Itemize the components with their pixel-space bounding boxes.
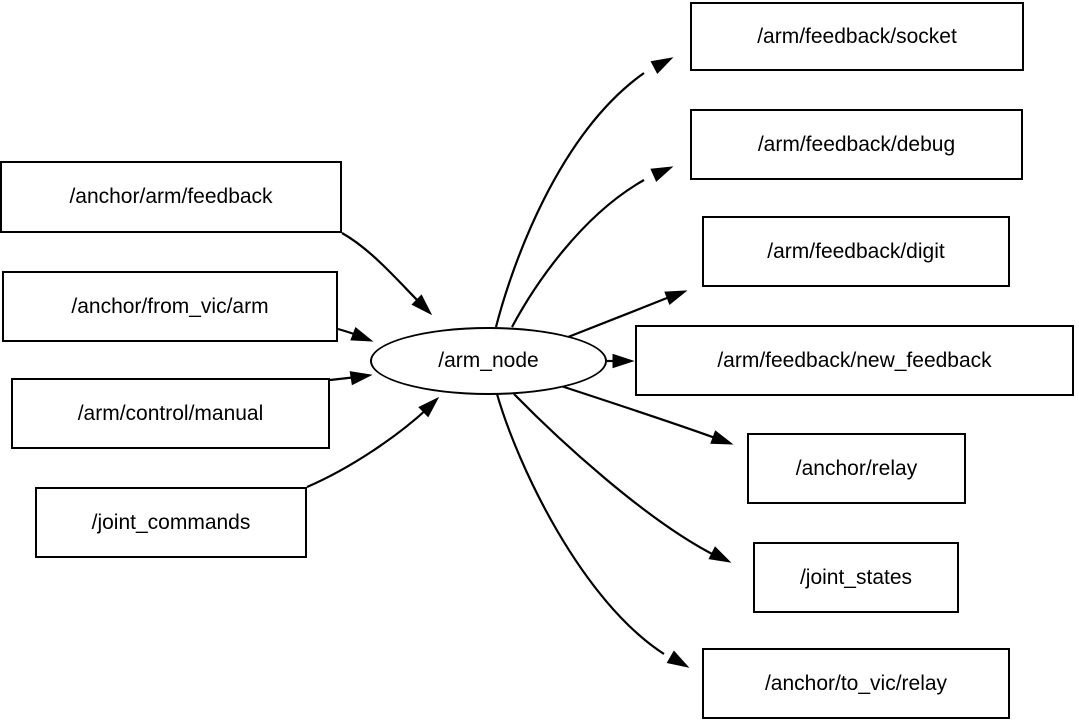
graph-node-label: /arm/feedback/new_feedback	[717, 348, 992, 372]
graph-node-joint-states[interactable]: /joint_states	[753, 542, 959, 613]
graph-node-label: /arm/feedback/debug	[757, 132, 956, 156]
edge-anchor-arm-feedback-to-arm-node	[341, 232, 433, 316]
edge-arrowhead-icon	[708, 546, 732, 563]
edge-arm-node-to-anchor-relay	[560, 384, 734, 445]
edge-arrowhead-icon	[666, 650, 690, 668]
edge-line	[513, 393, 717, 557]
edge-arm-node-to-arm-feedback-new-feedback	[607, 353, 635, 369]
edge-arm-node-to-arm-feedback-socket	[494, 57, 674, 328]
graph-node-arm-feedback-new-feedback[interactable]: /arm/feedback/new_feedback	[635, 325, 1074, 396]
edge-line	[562, 294, 673, 341]
edge-arm-node-to-anchor-to-vic-relay	[495, 393, 690, 668]
edge-arm-node-to-joint-states	[513, 393, 732, 563]
edge-arrowhead-icon	[350, 326, 374, 342]
graph-node-label: /joint_states	[799, 565, 913, 589]
edge-line	[560, 384, 719, 441]
graph-node-arm-feedback-digit[interactable]: /arm/feedback/digit	[702, 216, 1010, 287]
graph-node-arm-feedback-socket[interactable]: /arm/feedback/socket	[690, 2, 1024, 71]
graph-node-anchor-from-vic-arm[interactable]: /anchor/from_vic/arm	[2, 271, 338, 342]
graph-node-anchor-relay[interactable]: /anchor/relay	[747, 433, 966, 504]
edge-joint-commands-to-arm-node	[306, 396, 440, 489]
graph-node-label: /arm_node	[438, 349, 539, 372]
graph-node-label: /anchor/from_vic/arm	[71, 294, 269, 318]
edge-arrowhead-icon	[612, 353, 635, 369]
edge-arrowhead-icon	[411, 294, 433, 316]
graph-node-arm-control-manual[interactable]: /arm/control/manual	[11, 378, 330, 449]
edge-arrowhead-icon	[650, 57, 674, 74]
graph-node-label: /arm/feedback/digit	[767, 239, 945, 263]
edge-line	[341, 232, 423, 306]
edge-line	[495, 393, 665, 655]
edge-line	[511, 179, 645, 328]
graph-node-joint-commands[interactable]: /joint_commands	[35, 487, 307, 558]
graph-node-label: /arm/feedback/socket	[757, 24, 957, 48]
edge-arrowhead-icon	[664, 290, 688, 306]
edge-arrowhead-icon	[418, 396, 440, 418]
graph-node-label: /anchor/to_vic/relay	[764, 671, 948, 695]
graph-node-label: /joint_commands	[91, 510, 251, 534]
graph-node-label: /anchor/arm/feedback	[69, 185, 273, 208]
edge-arrowhead-icon	[710, 430, 734, 445]
graph-node-arm-node[interactable]: /arm_node	[370, 327, 607, 395]
edge-arm-node-to-arm-feedback-digit	[562, 290, 688, 341]
edge-anchor-from-vic-arm-to-arm-node	[337, 326, 374, 342]
graph-node-anchor-to-vic-relay[interactable]: /anchor/to_vic/relay	[702, 648, 1010, 719]
edge-arm-node-to-arm-feedback-debug	[511, 166, 674, 328]
edge-line	[494, 72, 645, 328]
graph-node-arm-feedback-debug[interactable]: /arm/feedback/debug	[690, 109, 1023, 180]
graph-node-label: /arm/control/manual	[77, 401, 264, 425]
edge-arm-control-manual-to-arm-node	[329, 371, 373, 386]
graph-node-anchor-arm-feedback[interactable]: /anchor/arm/feedback	[0, 161, 342, 233]
edge-line	[306, 407, 429, 489]
edge-arrowhead-icon	[349, 371, 373, 386]
graph-node-label: /anchor/relay	[795, 456, 918, 480]
edge-arrowhead-icon	[650, 166, 674, 182]
